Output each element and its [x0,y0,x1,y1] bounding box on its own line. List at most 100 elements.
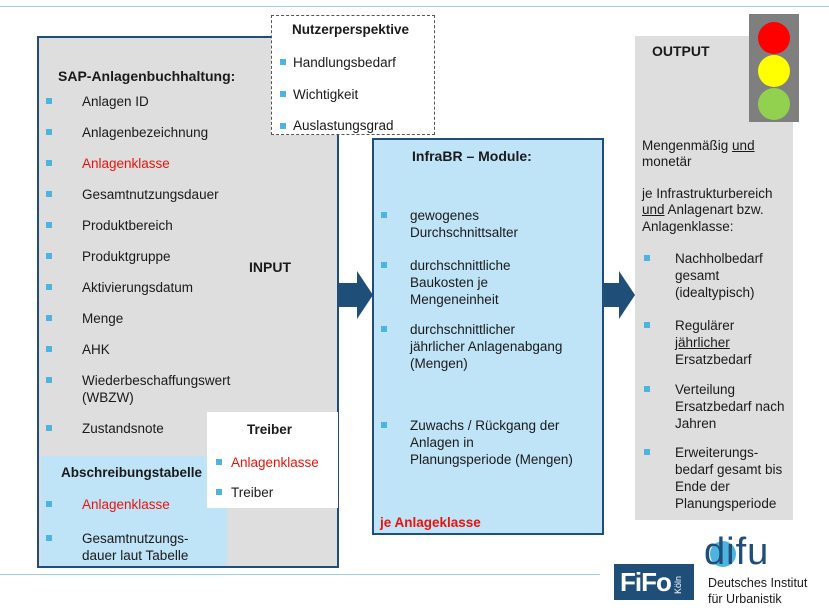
output-item-cont: jährlicher [675,335,730,350]
sap-item-cont: (WBZW) [82,390,134,405]
fifo-logo-text: FiFo [620,567,672,597]
sap-item-highlight: Anlagenklasse [82,156,170,171]
difu-logo-dot-icon [710,541,736,567]
output-line2: monetär [642,154,692,169]
output-bullet [644,449,650,455]
abschreibung-item: Anlagenklasse [82,497,170,512]
infrabr-item-cont: Durchschnittsalter [410,225,519,240]
infrabr-bullet [381,262,387,268]
output-item: Nachholbedarf [675,251,763,266]
traffic-light-green-icon [758,88,790,120]
nutzer-panel [271,15,435,135]
fifo-logo [614,564,694,600]
sap-bullet [46,284,52,290]
sap-item: Zustandsnote [82,421,164,436]
arrow-head-icon [357,271,373,319]
infrabr-bullet [381,422,387,428]
sap-bullet [46,377,52,383]
arrow-input-to-module [338,283,358,307]
output-line1-text: Mengenmäßig [642,138,733,153]
abschreibung-bullet [46,501,52,507]
bottom-rule [0,574,600,575]
output-item-cont: Jahren [675,416,717,431]
abschreibung-title: Abschreibungstabelle [61,465,203,480]
infrabr-item: durchschnittliche [410,258,511,273]
infrabr-item: gewogenes [410,208,480,223]
sap-bullet [46,98,52,104]
output-item-cont: bedarf gesamt bis [675,462,783,477]
infrabr-item-cont: Planungsperiode (Mengen) [410,452,573,467]
sap-bullet [46,253,52,259]
output-item: Regulärer [675,318,735,333]
output-item-cont: Ersatzbedarf [675,352,752,367]
arrow-head-icon [619,271,635,319]
infrabr-bullet [381,326,387,332]
output-item-cont: gesamt [675,268,720,283]
nutzer-title: Nutzerperspektive [292,22,410,37]
infrabr-item-cont: Mengeneinheit [410,292,499,307]
sap-item: Aktivierungsdatum [82,280,194,295]
nutzer-bullet [280,123,286,129]
difu-logo-line2: für Urbanistik [708,592,782,606]
output-line4: und Anlagenart bzw. [642,201,764,218]
infrabr-footer: je Anlageklasse [380,515,481,530]
infrabr-item-cont: (Mengen) [410,356,468,371]
nutzer-bullet [280,91,286,97]
output-item-cont: Ende der [675,479,730,494]
output-line1: Mengenmäßig und [642,137,755,154]
output-line3: je Infrastrukturbereich [642,186,773,201]
nutzer-item: Handlungsbedarf [293,55,396,70]
sap-bullet [46,129,52,135]
infrabr-item: Zuwachs / Rückgang der [410,418,560,433]
sap-item: Anlagenbezeichnung [82,125,209,140]
output-line1-underline: und [732,138,755,153]
sap-bullet [46,160,52,166]
abschreibung-panel [41,456,227,566]
nutzer-bullet [280,59,286,65]
infrabr-item: durchschnittlicher [410,322,516,337]
sap-bullet [46,425,52,431]
sap-item: Anlagen ID [82,94,149,109]
infrabr-title: InfraBR – Module: [412,148,532,164]
treiber-bullet [216,489,222,495]
sap-bullet [46,191,52,197]
abschreibung-item-cont: dauer laut Tabelle [82,548,189,563]
output-line4-underline: und [642,202,665,217]
sap-item: Gesamtnutzungsdauer [82,187,219,202]
abschreibung-item: Gesamtnutzungs- [82,531,189,546]
sap-title: SAP-Anlagenbuchhaltung: [58,68,236,84]
treiber-panel [207,412,338,508]
sap-bullet [46,346,52,352]
traffic-light-yellow-icon [758,55,790,87]
output-item: Erweiterungs- [675,445,759,460]
infrabr-panel [372,138,604,535]
nutzer-item: Wichtigkeit [293,87,359,102]
infrabr-item-cont: jährlicher Anlagenabgang [410,339,563,354]
output-line4-text: Anlagenart bzw. [664,202,764,217]
sap-bullet [46,222,52,228]
output-bullet [644,386,650,392]
output-bullet [644,322,650,328]
treiber-title: Treiber [247,422,293,437]
sap-item: AHK [82,342,110,357]
treiber-item: Anlagenklasse [231,455,319,470]
fifo-logo-koeln: Köln [673,575,683,594]
infrabr-item-cont: Anlagen in [410,435,474,450]
output-line5: Anlagenklasse: [642,219,734,234]
sap-item: Produktbereich [82,218,173,233]
output-bullet [644,255,650,261]
top-rule [0,6,829,7]
sap-bullet [46,315,52,321]
infrabr-item-cont: Baukosten je [410,275,489,290]
output-item: Verteilung [675,382,736,397]
infrabr-bullet [381,212,387,218]
nutzer-item: Auslastungsgrad [293,118,394,133]
traffic-light-red-icon [758,22,790,54]
arrow-module-to-output [604,283,620,307]
sap-item: Produktgruppe [82,249,171,264]
output-item-cont: Ersatzbedarf nach [675,399,785,414]
sap-item: Menge [82,311,124,326]
output-title: OUTPUT [652,43,710,59]
difu-logo-line1: Deutsches Institut [708,576,808,590]
output-item-cont: (idealtypisch) [675,285,755,300]
